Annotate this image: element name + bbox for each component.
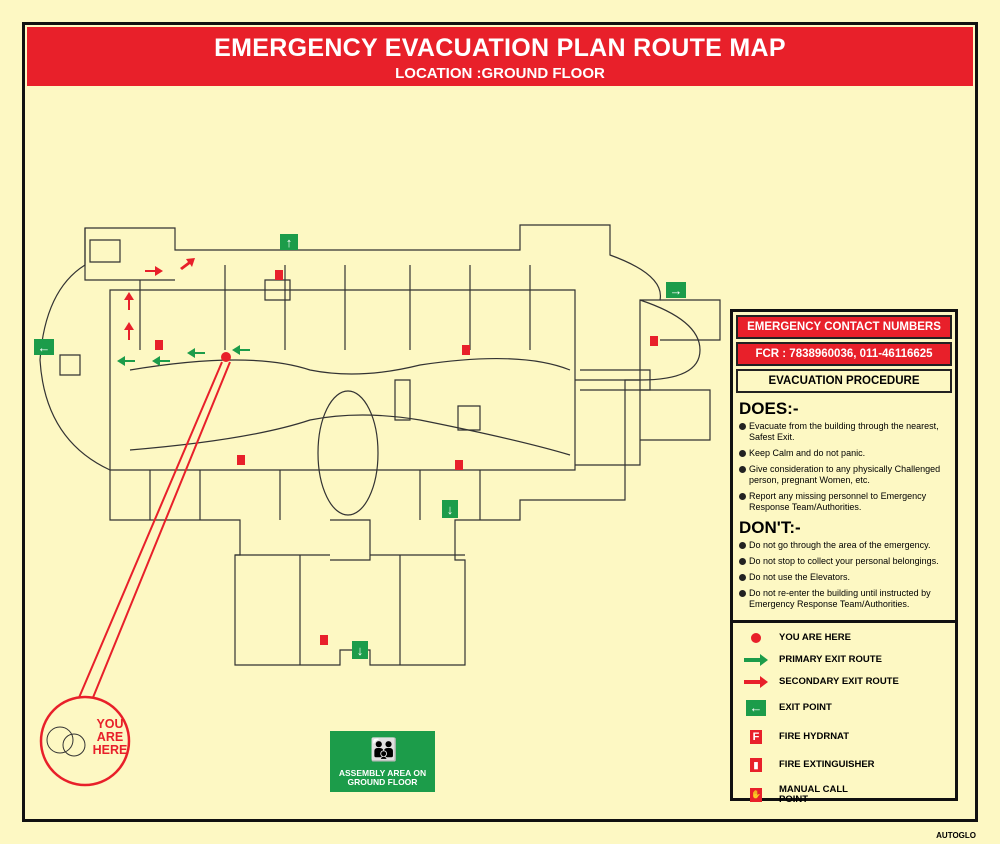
assembly-people-icon: 👪 [370, 737, 398, 762]
brand-logo: AUTOGLO [936, 831, 976, 840]
does-item: Evacuate from the building through the n… [739, 421, 949, 443]
legend-item: ▮FIRE EXTINGUISHER [741, 751, 955, 779]
procedure-title: EVACUATION PROCEDURE [736, 369, 952, 393]
info-panel: EMERGENCY CONTACT NUMBERS FCR : 78389600… [730, 309, 958, 805]
red-dot-icon [751, 633, 761, 643]
manual-call-point-icon: ✋ [750, 788, 762, 802]
sign-border [22, 22, 978, 822]
contact-title: EMERGENCY CONTACT NUMBERS [736, 315, 952, 339]
svg-text:←: ← [38, 340, 51, 355]
legend-item: YOU ARE HERE [741, 627, 955, 649]
green-arrow-icon [744, 654, 768, 666]
svg-text:↑: ↑ [286, 235, 293, 250]
svg-text:↓: ↓ [447, 502, 454, 517]
header-banner: EMERGENCY EVACUATION PLAN ROUTE MAP LOCA… [27, 27, 973, 86]
fire-extinguisher-icon: ▮ [750, 758, 762, 772]
assembly-label: ASSEMBLY AREA ON GROUND FLOOR [338, 768, 427, 787]
dont-item: Do not go through the area of the emerge… [739, 540, 949, 551]
exit-sign-icon: ← [746, 700, 766, 716]
does-title: DOES:- [739, 399, 799, 418]
legend-item: ✋MANUAL CALL POINT [750, 784, 848, 805]
fire-hydrant-icon: F [750, 730, 762, 744]
contact-numbers: FCR : 7838960036, 011-46116625 [736, 342, 952, 366]
red-arrow-icon [744, 676, 768, 688]
donts-title: DON'T:- [739, 518, 801, 537]
svg-text:→: → [670, 283, 683, 298]
assembly-area-sign: 👪 ASSEMBLY AREA ON GROUND FLOOR [330, 731, 435, 792]
dont-item: Do not stop to collect your personal bel… [739, 556, 949, 567]
does-item: Report any missing personnel to Emergenc… [739, 491, 949, 513]
does-item: Give consideration to any physically Cha… [739, 464, 949, 486]
dont-item: Do not re-enter the building until instr… [739, 588, 949, 610]
legend-item: SECONDARY EXIT ROUTE [741, 671, 955, 693]
does-item: Keep Calm and do not panic. [739, 448, 949, 459]
legend-item: ←EXIT POINT [741, 693, 955, 723]
legend-item: PRIMARY EXIT ROUTE [741, 649, 955, 671]
dont-item: Do not use the Elevators. [739, 572, 949, 583]
legend: YOU ARE HERE PRIMARY EXIT ROUTE SECONDAR… [733, 623, 955, 811]
legend-divider [733, 620, 955, 623]
svg-text:↓: ↓ [357, 643, 364, 658]
location-label: LOCATION :GROUND FLOOR [395, 65, 605, 82]
page-title: EMERGENCY EVACUATION PLAN ROUTE MAP [214, 34, 786, 62]
